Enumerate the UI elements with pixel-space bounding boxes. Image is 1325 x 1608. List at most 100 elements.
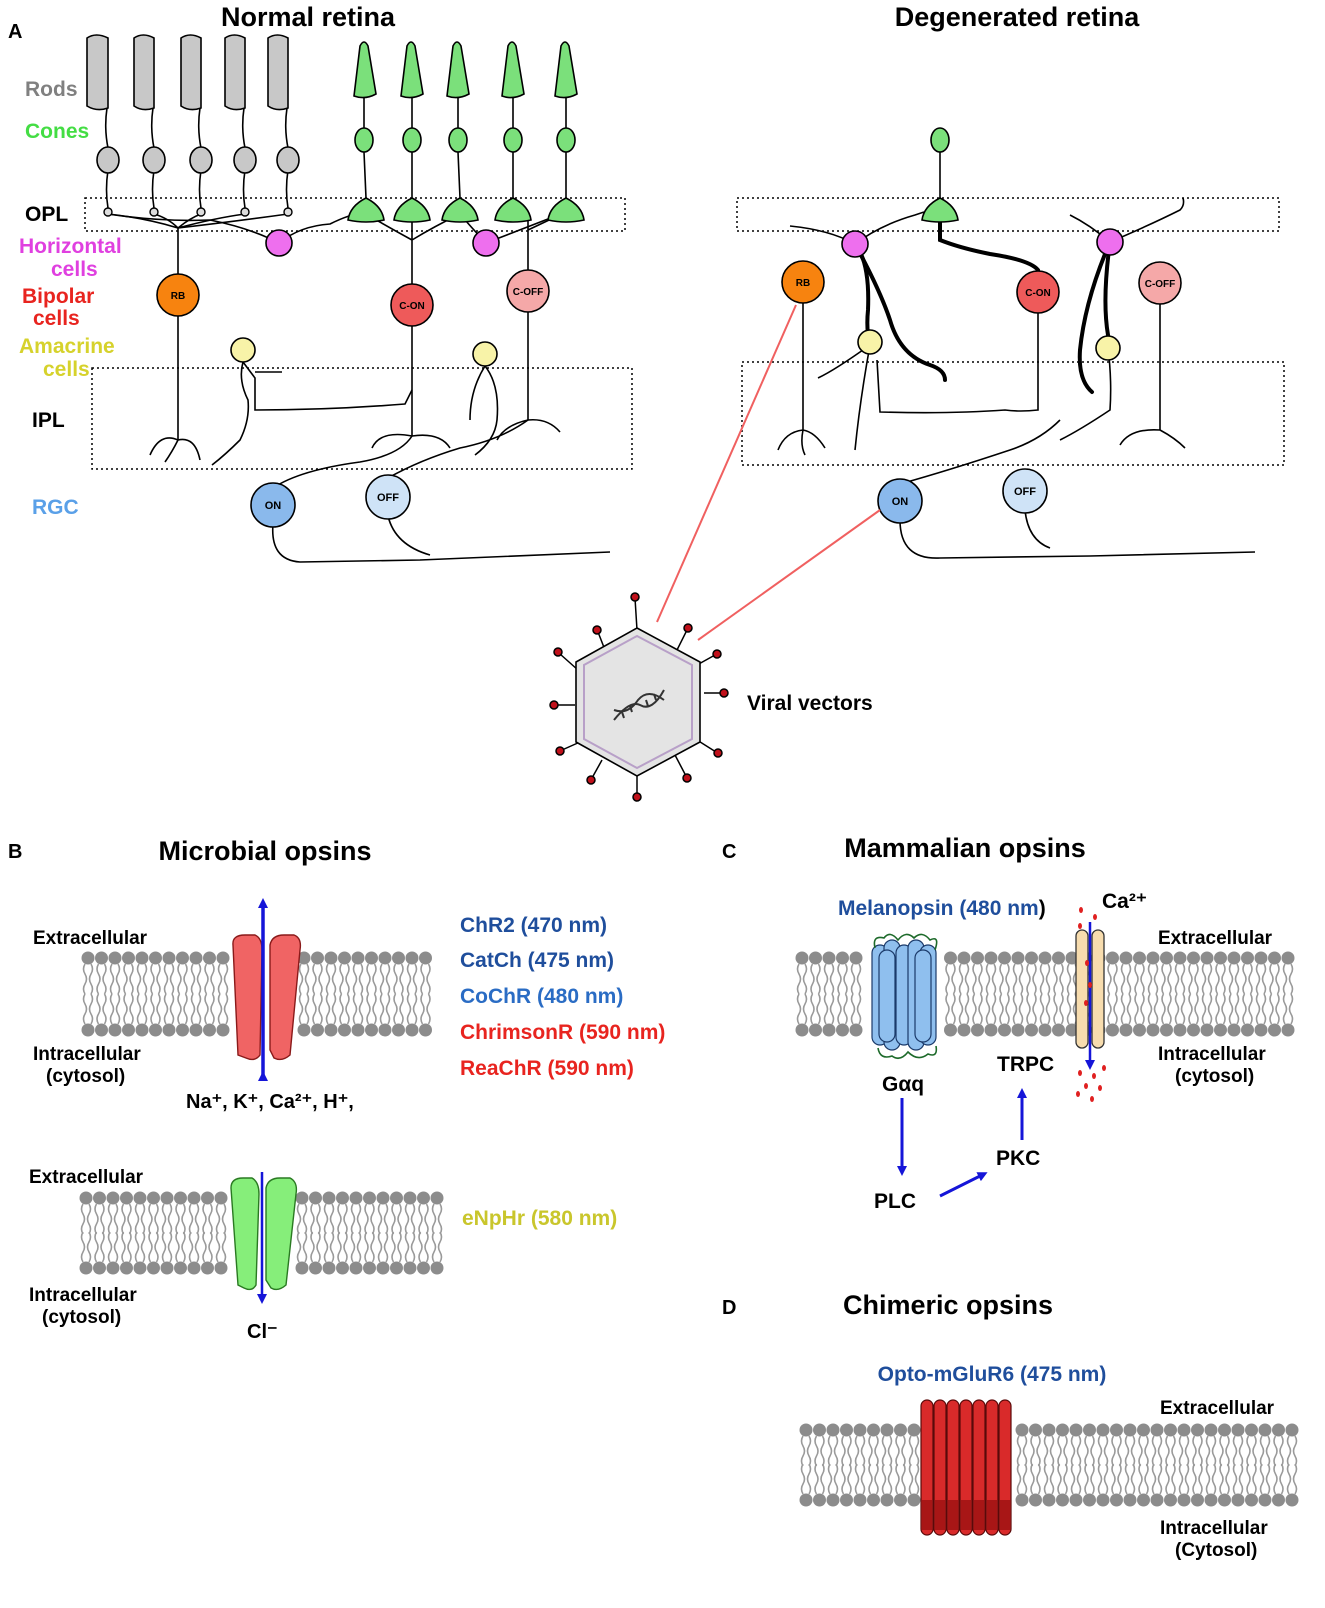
- calcium-label: Ca²⁺: [1102, 890, 1147, 913]
- cone-pedicle: [441, 197, 479, 223]
- cytosol-label-2: (cytosol): [42, 1307, 121, 1328]
- lipid-head: [323, 993, 339, 1038]
- lipid-head: [348, 1231, 364, 1276]
- helix-intracellular-segment: [961, 1500, 971, 1530]
- amacrine-cell: [857, 329, 883, 355]
- lipid-head: [1244, 1422, 1259, 1467]
- lipid-head: [852, 1463, 868, 1508]
- lipid-head: [1122, 1463, 1138, 1508]
- lipid-head: [186, 1190, 202, 1235]
- lipid-head: [1284, 1422, 1300, 1467]
- cone-outer-segment: [353, 41, 377, 99]
- lipid-head: [1190, 1463, 1205, 1508]
- cone-pedicle: [347, 197, 385, 223]
- amacrine-label-1: Amacrine: [19, 335, 115, 358]
- lipid-head: [294, 1190, 310, 1235]
- ipl-box-degenerated: [741, 361, 1285, 466]
- lipid-head: [1280, 993, 1296, 1038]
- lipid-head: [429, 1231, 445, 1276]
- pkc-label: PKC: [996, 1147, 1040, 1170]
- trpc-channel: [1075, 907, 1106, 1102]
- amacrine-cell: [1095, 335, 1121, 361]
- microbial-opsins-title: Microbial opsins: [158, 836, 371, 866]
- bipolar-label-1: Bipolar: [22, 285, 94, 308]
- off-rgc: [365, 474, 411, 520]
- cone-outer-segment: [446, 41, 470, 99]
- lipid-head: [337, 993, 352, 1038]
- lipid-head: [798, 1422, 814, 1467]
- lipid-head: [105, 1190, 121, 1235]
- lipid-head: [202, 950, 217, 995]
- lipid-head: [1136, 1422, 1151, 1467]
- lipid-head: [1105, 993, 1120, 1038]
- lipid-head: [375, 1190, 391, 1235]
- cone-pedicle: [494, 197, 532, 223]
- lipid-head: [186, 1231, 202, 1276]
- lipid-head: [148, 993, 163, 1038]
- lipid-head: [107, 993, 123, 1038]
- opto-mglur6-label: Opto-mGluR6 (475 nm): [878, 1363, 1107, 1386]
- cytosol-label: (cytosol): [1175, 1066, 1254, 1087]
- enphr-label: eNpHr (580 nm): [462, 1207, 617, 1230]
- mammalian-opsins-title: Mammalian opsins: [844, 833, 1086, 863]
- viral-vector: [549, 592, 729, 802]
- lipid-head: [1024, 993, 1039, 1038]
- lipid-head: [1217, 1422, 1232, 1467]
- lipid-head: [215, 993, 231, 1038]
- normal-retina-title: Normal retina: [221, 2, 396, 32]
- lipid-head: [794, 950, 810, 995]
- ipl-label: IPL: [32, 409, 65, 432]
- lipid-head: [1028, 1422, 1043, 1467]
- helix-intracellular-segment: [974, 1500, 984, 1530]
- lipid-head: [825, 1463, 841, 1508]
- lipid-head: [1267, 993, 1282, 1038]
- cone-soma: [556, 127, 576, 153]
- lipid-head: [377, 950, 393, 995]
- lipid-head: [866, 1463, 881, 1508]
- horizontal-cell: [841, 230, 869, 258]
- lipid-head: [175, 993, 190, 1038]
- extracellular-label: Extracellular: [1158, 928, 1273, 949]
- panel-d: D Chimeric opsins Opto-mGluR6 (475 nm) E…: [722, 1290, 1300, 1561]
- c-on-label: C-ON: [399, 301, 425, 312]
- lipid-head: [794, 993, 810, 1038]
- lipid-head: [389, 1231, 404, 1276]
- lipid-head: [956, 993, 972, 1038]
- lipid-head: [1055, 1422, 1070, 1467]
- lipid-head: [983, 993, 999, 1038]
- chloride-pump: [230, 1177, 298, 1291]
- on-rgc: [877, 478, 923, 524]
- lipid-head: [362, 1231, 377, 1276]
- lipid-head: [362, 1190, 377, 1235]
- lipid-head: [825, 1422, 841, 1467]
- lipid-head: [188, 950, 204, 995]
- viral-vectors-label: Viral vectors: [747, 692, 873, 715]
- lipid-head: [377, 993, 393, 1038]
- opto-mglur6-receptor: [920, 1399, 1012, 1536]
- lipid-head: [1109, 1463, 1124, 1508]
- lipid-head: [1226, 950, 1242, 995]
- lipid-head: [1010, 993, 1026, 1038]
- melanopsin-label: Melanopsin (480 nm): [838, 897, 1046, 920]
- lipid-head: [308, 1231, 323, 1276]
- lipid-head: [1186, 993, 1201, 1038]
- lipid-head: [416, 1231, 431, 1276]
- lipid-head: [1280, 950, 1296, 995]
- lipid-head: [1082, 1422, 1097, 1467]
- lipid-head: [310, 993, 325, 1038]
- horizontal-cell: [265, 229, 293, 257]
- lipid-head: [1024, 950, 1039, 995]
- cone-off-bipolar-cell: [1138, 261, 1182, 305]
- lipid-head: [839, 1422, 854, 1467]
- lipid-head: [308, 1190, 323, 1235]
- lipid-head: [1253, 950, 1269, 995]
- lipid-head: [879, 1463, 895, 1508]
- lipid-head: [161, 993, 177, 1038]
- lipid-head: [1068, 1422, 1084, 1467]
- lipid-head: [1271, 1463, 1286, 1508]
- lipid-head: [402, 1190, 418, 1235]
- off-rgc: [1002, 468, 1048, 514]
- lipid-head: [94, 950, 109, 995]
- helix-intracellular-segment: [935, 1500, 945, 1530]
- intracellular-label-2: Intracellular: [29, 1285, 137, 1306]
